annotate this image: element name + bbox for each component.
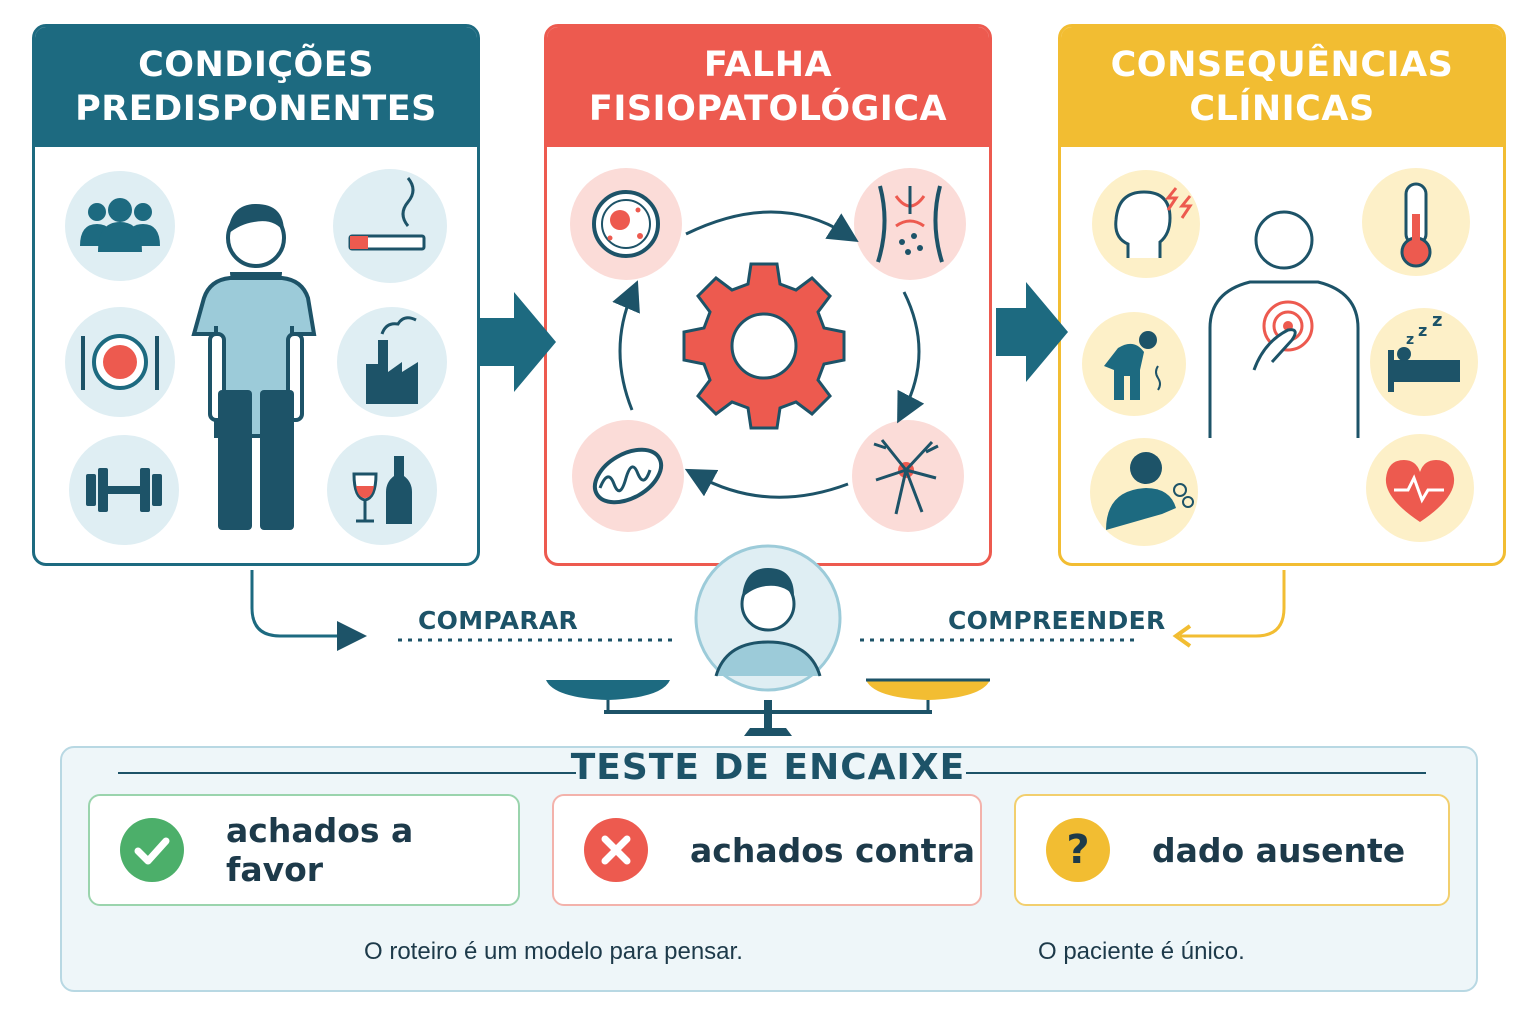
panel-title-line2: PREDISPONENTES: [75, 89, 437, 129]
standing-person-icon: [191, 204, 317, 530]
check-icon: [120, 818, 184, 882]
cigarette-icon: [333, 169, 447, 283]
connector-right: [1180, 570, 1286, 638]
panel-title-line1: CONSEQUÊNCIAS: [1110, 45, 1454, 85]
cycle-arrows: [612, 210, 925, 499]
factory-icon: [337, 307, 447, 417]
thermometer-icon: [1362, 168, 1470, 276]
connector-left: [250, 570, 367, 651]
balance-scale-icon: [546, 678, 990, 736]
missing-data-label: dado ausente: [1152, 830, 1406, 870]
headache-icon: [1092, 170, 1200, 278]
finding-against-label: achados contra: [690, 830, 976, 870]
finding-favor-label: achados a favor: [226, 811, 414, 889]
note-model-text: O roteiro é um modelo para pensar.: [364, 938, 743, 965]
compare-label: COMPARAR: [418, 606, 579, 635]
patient-avatar-icon: [694, 544, 842, 692]
panel-title-line1: CONDIÇÕES: [138, 45, 374, 85]
fit-test-title: TESTE DE ENCAIXE: [570, 747, 966, 788]
panel-title-line2: CLÍNICAS: [1189, 89, 1375, 129]
dumbbell-icon: [69, 435, 179, 545]
flow-arrow-1: [480, 292, 556, 392]
neuron-icon: [852, 420, 964, 532]
fatigue-icon: [1082, 312, 1186, 416]
panel-title-line1: FALHA: [703, 45, 833, 85]
finding-favor-box: achados a favor: [88, 794, 520, 906]
title-rule-right: [966, 772, 1426, 774]
chest-pain-icon: [1208, 210, 1360, 438]
title-rule-left: [118, 772, 576, 774]
svg-text:z: z: [1406, 332, 1414, 348]
missing-data-box: ? dado ausente: [1014, 794, 1450, 906]
mitochondria-icon: [572, 420, 684, 532]
question-icon: ?: [1046, 818, 1110, 882]
svg-text:z: z: [1418, 321, 1427, 340]
flow-arrow-2: [996, 282, 1068, 382]
panel-header: CONDIÇÕES PREDISPONENTES: [35, 27, 477, 147]
svg-text:?: ?: [1066, 827, 1089, 873]
group-icon: [65, 171, 175, 281]
gear-icon: [682, 262, 846, 430]
cross-icon: [584, 818, 648, 882]
cell-icon: [570, 168, 682, 280]
plate-icon: [65, 307, 175, 417]
cough-icon: [1090, 438, 1198, 546]
panel-title-line2: FISIOPATOLÓGICA: [588, 89, 948, 129]
understand-label: COMPREENDER: [948, 606, 1166, 635]
vessel-icon: [854, 168, 966, 280]
panel-header: FALHA FISIOPATOLÓGICA: [547, 27, 989, 147]
panel-header: CONSEQUÊNCIAS CLÍNICAS: [1061, 27, 1503, 147]
note-patient-text: O paciente é único.: [1038, 938, 1245, 965]
heart-pulse-icon: [1366, 434, 1474, 542]
wine-bottle-icon: [327, 435, 437, 545]
svg-text:z: z: [1432, 310, 1442, 331]
finding-against-box: achados contra: [552, 794, 982, 906]
sleep-icon: z z z: [1370, 308, 1478, 416]
